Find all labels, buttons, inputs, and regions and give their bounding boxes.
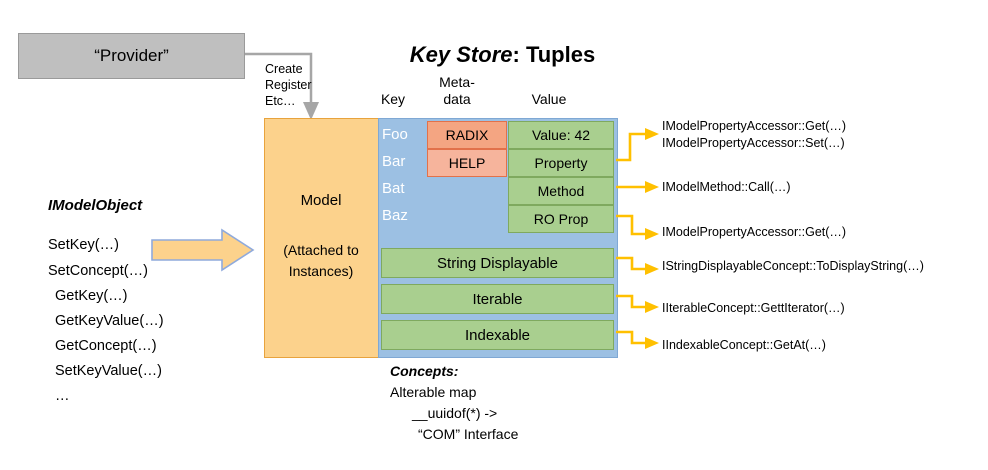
- column-header-metadata: Meta- data: [428, 74, 486, 108]
- callout-indexable: IIndexableConcept::GetAt(…): [662, 338, 826, 352]
- concept-row-iterable: Iterable: [381, 284, 614, 314]
- model-subtitle-line2: Instances): [288, 263, 354, 279]
- connector-string-displayable: [616, 256, 659, 275]
- imodelobject-method: GetKey(…): [55, 288, 128, 304]
- value-cell-method: Method: [508, 177, 614, 205]
- key-cell: Baz: [382, 207, 408, 224]
- column-header-metadata-line1: Meta-: [439, 74, 475, 90]
- imodelobject-method: …: [55, 388, 70, 404]
- concepts-note: Concepts: Alterable map __uuidof(*) -> “…: [390, 361, 630, 445]
- create-register-note: Create Register Etc…: [265, 61, 323, 109]
- create-line-3: Etc…: [265, 94, 296, 108]
- callout-property-accessor: IModelPropertyAccessor::Get(…) IModelPro…: [662, 118, 846, 152]
- imodelobject-method-list: SetKey(…) SetConcept(…) GetKey(…) GetKey…: [48, 232, 238, 409]
- provider-box: “Provider”: [18, 33, 245, 79]
- title-rest: : Tuples: [512, 42, 596, 67]
- callout-iterable: IIterableConcept::GettIterator(…): [662, 301, 845, 315]
- keystore-key-column: Foo Bar Bat Baz: [382, 121, 426, 229]
- callout-roprop-get: IModelPropertyAccessor::Get(…): [662, 225, 847, 239]
- callout-method-call: IModelMethod::Call(…): [662, 180, 791, 194]
- metadata-cell-radix: RADIX: [427, 121, 507, 149]
- imodelobject-method: SetKeyValue(…): [55, 363, 162, 379]
- concepts-line-1: Alterable map: [390, 384, 477, 400]
- connector-roprop: [616, 214, 659, 240]
- imodelobject-to-model-arrow: [151, 228, 255, 272]
- model-box: [264, 118, 380, 358]
- connector-iterable: [616, 294, 659, 313]
- concepts-line-2: __uuidof(*) ->: [412, 405, 498, 421]
- value-cell-value42: Value: 42: [508, 121, 614, 149]
- model-box-title: Model: [300, 192, 342, 209]
- provider-label: “Provider”: [94, 46, 169, 65]
- connector-indexable: [616, 330, 659, 349]
- model-subtitle-line1: (Attached to: [283, 242, 359, 258]
- metadata-cell-help: HELP: [427, 149, 507, 177]
- imodelobject-title: IModelObject: [48, 197, 143, 214]
- value-cell-property: Property: [508, 149, 614, 177]
- imodelobject-method: SetConcept(…): [48, 263, 148, 279]
- callout-line: IModelPropertyAccessor::Set(…): [662, 136, 845, 150]
- key-cell: Bat: [382, 180, 405, 197]
- callout-string-displayable: IStringDisplayableConcept::ToDisplayStri…: [662, 259, 924, 273]
- concepts-line-3: “COM” Interface: [418, 426, 519, 442]
- imodelobject-method: GetKeyValue(…): [55, 313, 164, 329]
- key-cell: Bar: [382, 153, 406, 170]
- connector-property: [616, 128, 659, 162]
- title-emphasis: Key Store: [409, 42, 513, 67]
- column-header-key: Key: [380, 91, 406, 107]
- create-line-1: Create: [265, 62, 303, 76]
- concepts-header: Concepts:: [390, 363, 459, 379]
- model-box-subtitle: (Attached to Instances): [264, 240, 378, 282]
- callout-line: IModelPropertyAccessor::Get(…): [662, 119, 847, 133]
- concept-row-indexable: Indexable: [381, 320, 614, 350]
- column-header-value: Value: [531, 91, 567, 107]
- key-cell: Foo: [382, 126, 408, 143]
- create-line-2: Register: [265, 78, 312, 92]
- imodelobject-method: SetKey(…): [48, 237, 119, 253]
- column-header-metadata-line2: data: [443, 91, 471, 107]
- value-cell-roprop: RO Prop: [508, 205, 614, 233]
- page-title: Key Store: Tuples: [385, 42, 620, 68]
- create-register-arrow: [245, 52, 319, 120]
- connector-method: [616, 181, 659, 193]
- imodelobject-method: GetConcept(…): [55, 338, 157, 354]
- concept-row-string-displayable: String Displayable: [381, 248, 614, 278]
